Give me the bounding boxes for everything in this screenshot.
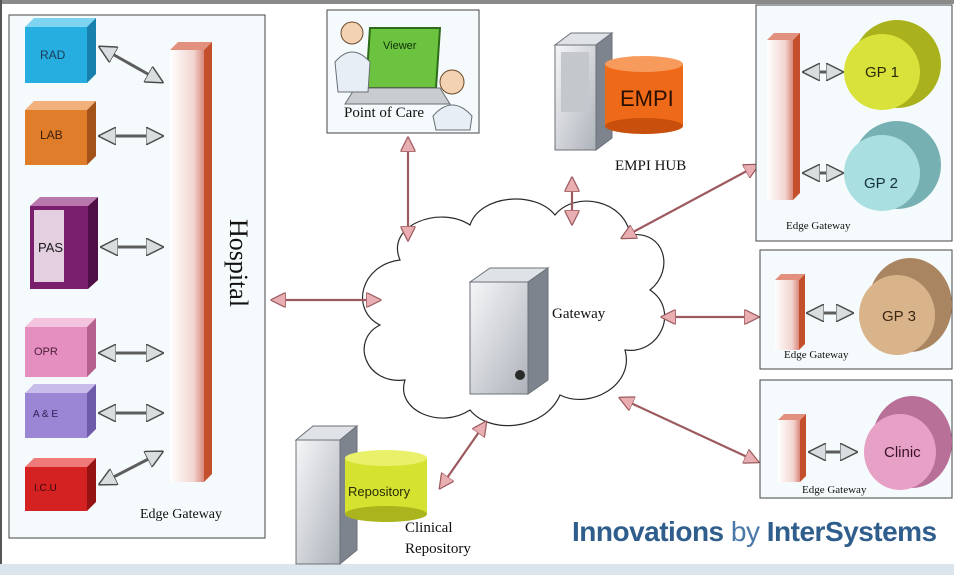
hospital-title: Hospital: [224, 218, 253, 308]
brand-part1: Innovations: [572, 516, 724, 547]
viewer-laptop: [344, 27, 451, 105]
dept-cube-rad: [25, 18, 96, 83]
gateway-server: [468, 267, 550, 395]
clinic-cylinder: [864, 396, 952, 490]
intersystems-brand: Innovations by InterSystems: [572, 516, 937, 548]
dept-cube-icu: [25, 458, 96, 511]
gp2-label: GP 2: [864, 175, 898, 192]
gp1-arrows: [804, 72, 842, 173]
clinic-box-edge-gateway-label: Edge Gateway: [802, 484, 867, 496]
gp2-cylinder: [844, 121, 941, 211]
empi-database: [605, 56, 683, 134]
empi-db-label: EMPI: [620, 86, 674, 111]
gp3-cylinder: [859, 258, 952, 355]
gp-box2-edge-gateway-label: Edge Gateway: [784, 349, 849, 361]
gp1-edge-gateway-bar: [767, 33, 800, 200]
dept-cube-lab: [25, 101, 96, 165]
brand-part2: by: [730, 516, 760, 547]
viewer-label: Viewer: [383, 40, 417, 52]
clinical-repository-caption-2: Repository: [405, 541, 471, 557]
clinical-repository-caption-1: Clinical: [405, 520, 453, 536]
network-links: [272, 138, 758, 488]
dept-label-icu: I.C.U: [34, 483, 57, 494]
repository-database: [345, 450, 427, 522]
clinic-edge-gateway-bar: [778, 414, 806, 482]
gateway-label: Gateway: [552, 306, 606, 322]
gp1-label: GP 1: [865, 64, 899, 81]
doctor-figure: [334, 21, 473, 131]
empi-server: [553, 32, 614, 151]
dept-arrows: [100, 47, 162, 484]
gp-box1-edge-gateway-label: Edge Gateway: [786, 220, 851, 232]
dept-cube-opr: [25, 318, 96, 377]
clinic-label: Clinic: [884, 444, 921, 461]
point-of-care-title: Point of Care: [344, 105, 424, 121]
empi-hub-label: EMPI HUB: [615, 158, 687, 174]
dept-cube-ae: [25, 384, 96, 438]
dept-cube-pas: [30, 197, 98, 289]
dept-label-pas: PAS: [38, 240, 64, 255]
hospital-edge-gateway-bar: [170, 42, 212, 482]
brand-part3: InterSystems: [766, 516, 937, 547]
gp3-label: GP 3: [882, 308, 916, 325]
hospital-edge-gateway-label: Edge Gateway: [140, 507, 223, 522]
dept-label-opr: OPR: [34, 346, 58, 358]
dept-label-rad: RAD: [40, 48, 66, 62]
gp1-cylinder: [844, 20, 941, 110]
dept-label-lab: LAB: [40, 128, 63, 142]
gp3-edge-gateway-bar: [775, 274, 805, 350]
repository-db-label: Repository: [348, 484, 411, 499]
dept-label-ae: A & E: [33, 409, 59, 420]
